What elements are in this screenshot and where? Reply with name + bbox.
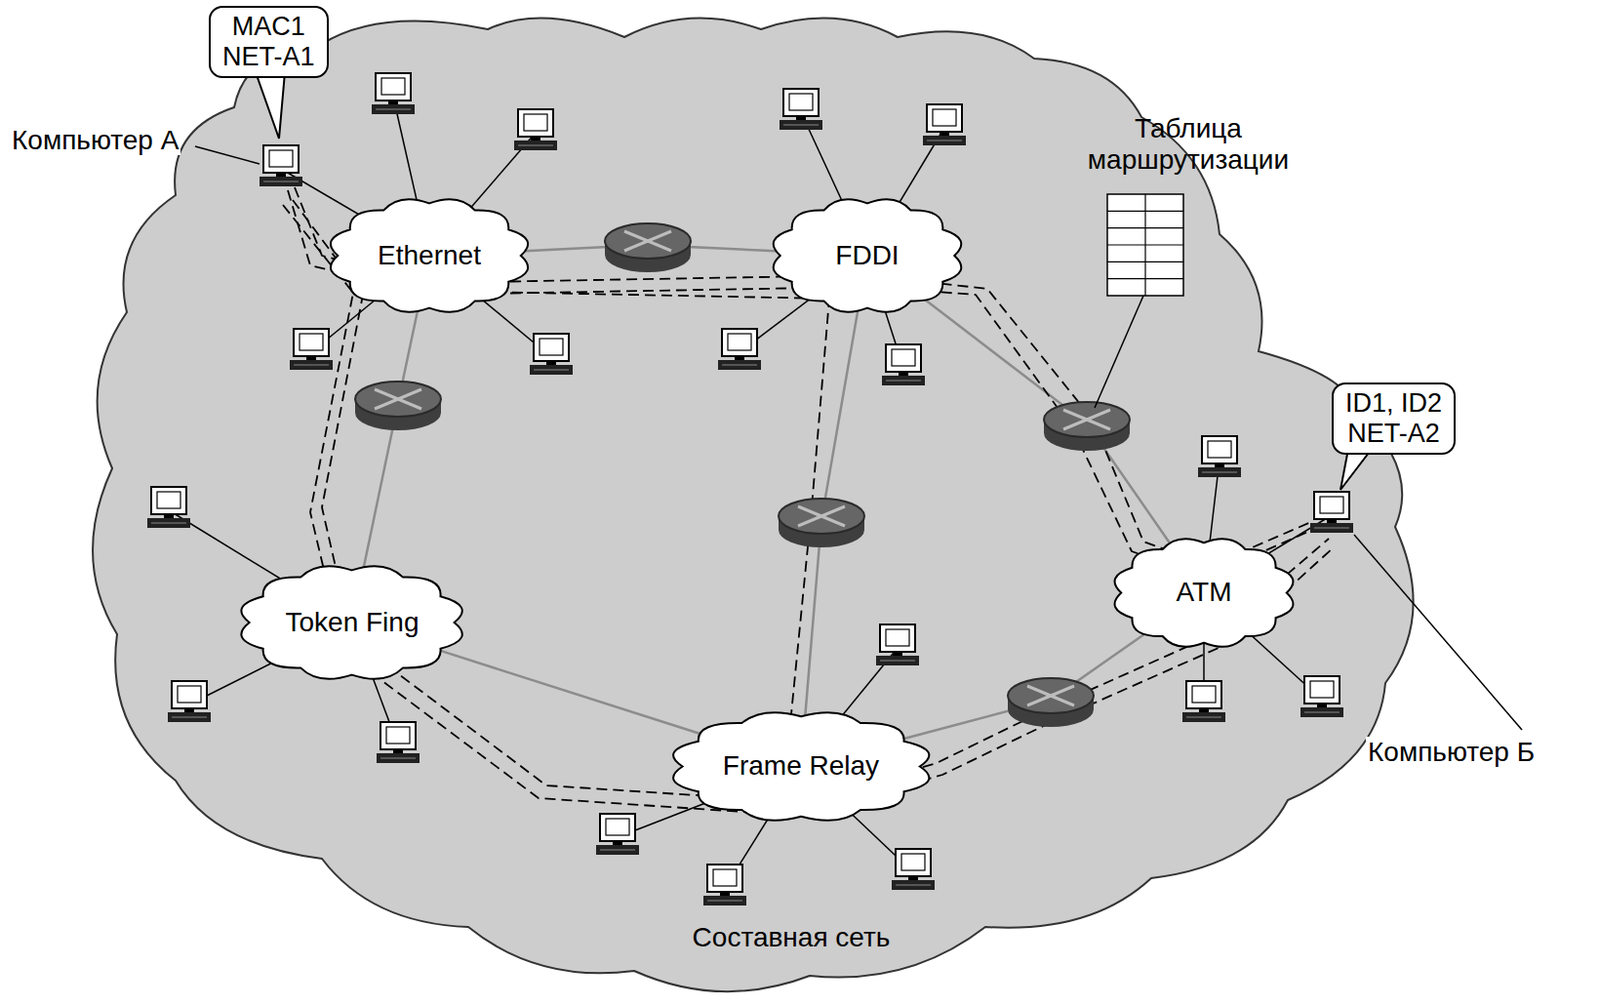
node-text: ID1, ID2 — [1345, 388, 1442, 419]
cloud-outline — [241, 565, 463, 680]
router-icon — [778, 498, 865, 548]
computer-icon — [779, 88, 823, 130]
computer-icon — [1198, 436, 1241, 478]
network-cloud: Frame Relay — [668, 710, 934, 823]
table-grid — [1107, 194, 1184, 296]
callout-box: ID1, ID2NET-A2 — [1331, 382, 1456, 455]
region-title-holder: Составная сеть — [0, 921, 1583, 954]
node-text: Ethernet — [377, 240, 481, 272]
computer-icon — [876, 624, 920, 666]
computer-icon — [881, 344, 925, 386]
computer-icon — [1182, 680, 1226, 722]
region-outline — [92, 18, 1414, 993]
computer-icon — [891, 848, 935, 890]
computer-icon — [289, 328, 333, 370]
router-icon — [1007, 678, 1094, 727]
node-text: Составная сеть — [692, 921, 891, 953]
router-icon — [355, 381, 441, 431]
table-grid — [1107, 194, 1184, 296]
label-holder: Таблица маршрутизации — [1087, 113, 1289, 176]
computer-icon — [259, 145, 303, 187]
network-cloud: FDDI — [769, 197, 965, 315]
computer-icon — [167, 680, 211, 722]
computer-icon — [371, 73, 415, 115]
computer-icon — [376, 721, 420, 763]
label-text: Компьютер А — [9, 124, 181, 156]
node-text: Token Fing — [285, 606, 420, 639]
node-text: NET-A1 — [222, 41, 316, 73]
router-icon — [604, 223, 691, 273]
computer-icon — [514, 109, 558, 151]
computer-icon — [922, 104, 966, 146]
router-icon — [1043, 401, 1130, 451]
network-cloud: ATM — [1111, 536, 1297, 649]
cloud-outline — [1115, 538, 1294, 647]
computer-icon — [147, 486, 191, 528]
computer-icon — [703, 864, 747, 906]
computer-icon — [596, 813, 640, 855]
cloud-outline — [673, 712, 929, 821]
computer-icon — [1310, 491, 1354, 533]
label-text: Компьютер Б — [1365, 736, 1537, 767]
label-holder: Компьютер А — [9, 124, 181, 157]
node-text: MAC1 — [222, 11, 316, 42]
callout-box: MAC1NET-A1 — [208, 5, 329, 79]
label-text: Таблица маршрутизации — [1087, 113, 1289, 175]
cloud-outline — [330, 199, 528, 313]
label-holder: Компьютер Б — [1365, 736, 1537, 768]
cloud-outline — [773, 199, 962, 313]
network-cloud: Ethernet — [326, 197, 532, 315]
node-text: ATM — [1175, 576, 1232, 608]
node-text: Frame Relay — [722, 750, 880, 782]
node-text: FDDI — [835, 240, 899, 272]
computer-icon — [529, 333, 573, 375]
computer-icon — [1300, 676, 1344, 718]
node-text: NET-A2 — [1345, 418, 1442, 449]
computer-icon — [718, 328, 761, 370]
network-cloud: Token Fing — [237, 563, 467, 681]
